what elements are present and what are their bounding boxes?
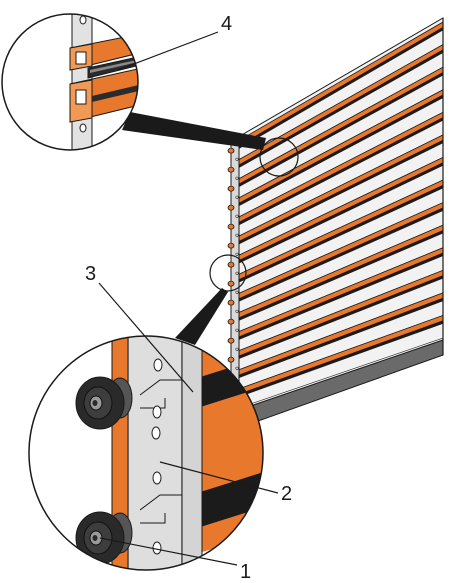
rail-roller — [227, 337, 235, 344]
slat-joint — [233, 320, 443, 399]
rail-roller — [227, 261, 235, 268]
callout-3: 3 — [85, 263, 96, 285]
slat-joint — [233, 49, 443, 171]
rail-hole — [235, 328, 239, 332]
rail-hole — [235, 157, 239, 161]
callout-2: 2 — [281, 483, 292, 505]
rail-roller — [227, 223, 235, 230]
rail-hole — [235, 214, 239, 218]
rail-hole — [235, 195, 239, 199]
roller-upper — [75, 376, 133, 430]
slat-joint — [233, 162, 443, 266]
leader-2 — [159, 461, 279, 494]
detail-circle-top — [1, 13, 139, 151]
callout-4: 4 — [221, 13, 232, 35]
leader-1 — [99, 537, 238, 566]
rail-roller — [227, 147, 235, 154]
zoom-marker-top — [259, 137, 299, 177]
slat-joint — [233, 185, 443, 285]
slat-joint — [233, 230, 443, 323]
slat-joint — [233, 275, 443, 361]
slat-end — [181, 336, 203, 570]
rail-roller — [227, 356, 235, 363]
shutter-curtain — [227, 17, 444, 431]
rail-hole — [235, 233, 239, 237]
rail-roller — [227, 204, 235, 211]
rail-roller — [227, 299, 235, 306]
slat-joint — [233, 117, 443, 228]
rail-hole — [235, 290, 239, 294]
rail-roller — [227, 166, 235, 173]
rail-roller — [227, 242, 235, 249]
slat-joint — [233, 95, 443, 209]
rail-hole — [235, 366, 239, 370]
rail-hole — [235, 309, 239, 313]
slat-joint — [233, 72, 443, 190]
rail-hole — [235, 252, 239, 256]
slat-joint — [233, 140, 443, 247]
leader-4 — [117, 31, 219, 71]
slat-joint — [233, 27, 443, 152]
zoom-marker-middle — [209, 254, 247, 292]
slat-joint — [233, 298, 443, 380]
curtain-slats — [232, 21, 444, 411]
zoom-connector-bottom — [175, 288, 228, 345]
zoom-connector-top — [122, 112, 266, 150]
slat-joint — [233, 207, 443, 304]
rail-roller — [227, 280, 235, 287]
rail-hole — [235, 347, 239, 351]
rail-roller — [227, 185, 235, 192]
callout-leaders — [98, 31, 279, 566]
rail-roller — [227, 318, 235, 325]
leader-3 — [98, 282, 194, 393]
callout-1: 1 — [240, 561, 251, 583]
rail-hole — [235, 176, 239, 180]
rail-hole — [235, 271, 239, 275]
slat-joint — [233, 253, 443, 342]
